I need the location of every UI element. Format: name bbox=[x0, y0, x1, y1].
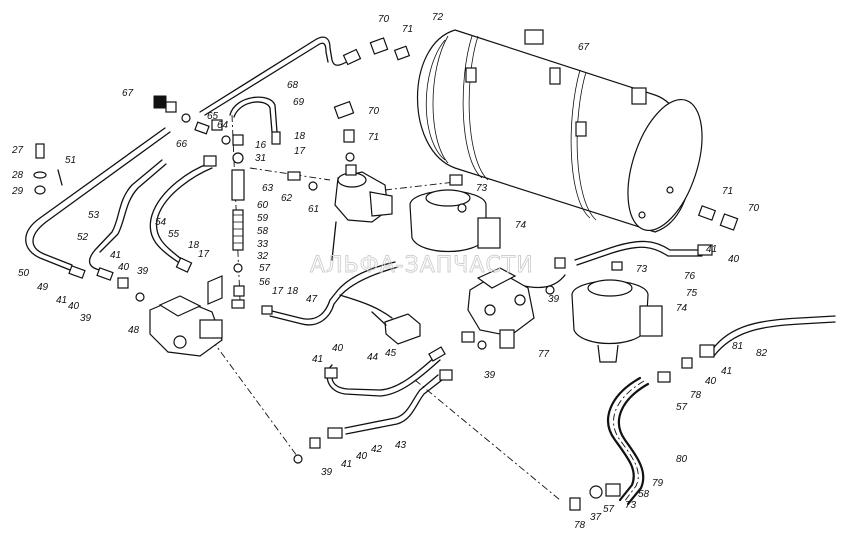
brake-chamber-74-upper bbox=[409, 189, 501, 253]
callout-label: 64 bbox=[217, 120, 229, 131]
callout-label: 32 bbox=[257, 251, 269, 262]
callout-label: 74 bbox=[515, 220, 527, 231]
callout-label: 44 bbox=[367, 352, 379, 363]
callout-label: 75 bbox=[686, 288, 698, 299]
callout-label: 39 bbox=[321, 467, 333, 478]
callout-label: 53 bbox=[88, 210, 100, 221]
callout-label: 41 bbox=[110, 250, 121, 261]
callout-label: 39 bbox=[137, 266, 149, 277]
sensor-block bbox=[371, 311, 421, 345]
callout-label: 73 bbox=[476, 183, 488, 194]
callout-label: 68 bbox=[287, 80, 299, 91]
callout-label: 40 bbox=[68, 301, 80, 312]
callout-label: 40 bbox=[118, 262, 130, 273]
callout-label: 58 bbox=[638, 489, 650, 500]
callout-label: 18 bbox=[188, 240, 200, 251]
callout-label: 42 bbox=[371, 444, 383, 455]
callout-label: 28 bbox=[11, 170, 24, 181]
callout-label: 69 bbox=[293, 97, 305, 108]
callout-label: 57 bbox=[259, 263, 271, 274]
callout-label: 33 bbox=[257, 239, 269, 250]
callout-label: 41 bbox=[721, 366, 732, 377]
callout-label: 57 bbox=[603, 504, 615, 515]
callout-label: 78 bbox=[690, 390, 702, 401]
callout-label: 40 bbox=[705, 376, 717, 387]
callout-label: 71 bbox=[402, 24, 413, 35]
callout-label: 41 bbox=[706, 244, 717, 255]
callout-label: 56 bbox=[259, 277, 271, 288]
callout-label: 67 bbox=[578, 42, 590, 53]
callout-label: 43 bbox=[395, 440, 407, 451]
callout-label: 79 bbox=[652, 478, 664, 489]
callout-label: 40 bbox=[728, 254, 740, 265]
callout-label: 73 bbox=[625, 500, 637, 511]
callout-label: 40 bbox=[332, 343, 344, 354]
callout-label: 76 bbox=[684, 271, 696, 282]
callout-label: 51 bbox=[65, 155, 76, 166]
callout-label: 63 bbox=[262, 183, 274, 194]
callout-label: 70 bbox=[748, 203, 760, 214]
callout-label: 81 bbox=[732, 341, 743, 352]
callout-label: 41 bbox=[341, 459, 352, 470]
valve-61 bbox=[331, 164, 393, 261]
callout-label: 60 bbox=[257, 200, 269, 211]
callout-label: 74 bbox=[676, 303, 688, 314]
callout-label: 57 bbox=[676, 402, 688, 413]
callout-label: 39 bbox=[80, 313, 92, 324]
callout-label: 82 bbox=[756, 348, 768, 359]
air-tank bbox=[417, 29, 703, 233]
callout-label: 55 bbox=[168, 229, 180, 240]
callout-label: 61 bbox=[308, 204, 319, 215]
pipe-network bbox=[25, 36, 836, 506]
callout-label: 27 bbox=[11, 145, 24, 156]
callout-label: 78 bbox=[574, 520, 586, 531]
callout-label: 72 bbox=[432, 12, 444, 23]
valve-77 bbox=[467, 267, 535, 349]
callout-label: 65 bbox=[207, 111, 219, 122]
callout-label: 37 bbox=[590, 512, 602, 523]
callout-label: 39 bbox=[484, 370, 496, 381]
callout-label: 50 bbox=[18, 268, 30, 279]
callout-label: 70 bbox=[378, 14, 390, 25]
callout-label: 17 bbox=[272, 286, 284, 297]
callout-label: 17 bbox=[294, 146, 306, 157]
callout-label: 40 bbox=[356, 451, 368, 462]
callout-label: 70 bbox=[368, 106, 380, 117]
callout-label: 52 bbox=[77, 232, 89, 243]
callout-label: 73 bbox=[636, 264, 648, 275]
callout-label: 80 bbox=[676, 454, 688, 465]
callout-label: 62 bbox=[281, 193, 293, 204]
callout-label: 47 bbox=[306, 294, 318, 305]
callout-label: 58 bbox=[257, 226, 269, 237]
callout-label: 54 bbox=[155, 217, 167, 228]
callout-label: 29 bbox=[11, 186, 24, 197]
callout-label: 16 bbox=[255, 140, 267, 151]
fittings bbox=[33, 37, 739, 511]
valve-48 bbox=[149, 295, 223, 357]
callout-label: 41 bbox=[56, 295, 67, 306]
callout-label: 66 bbox=[176, 139, 188, 150]
brake-chamber-74-lower bbox=[571, 279, 663, 363]
callout-label: 18 bbox=[287, 286, 299, 297]
callout-label: 31 bbox=[255, 153, 266, 164]
callout-label: 39 bbox=[548, 294, 560, 305]
callout-label: 59 bbox=[257, 213, 269, 224]
callout-label: 49 bbox=[37, 282, 49, 293]
watermark: АЛЬФА-ЗАПЧАСТИ bbox=[310, 253, 534, 278]
callout-label: 17 bbox=[198, 249, 210, 260]
callout-label: 48 bbox=[128, 325, 140, 336]
callout-label: 71 bbox=[368, 132, 379, 143]
callout-label: 41 bbox=[312, 354, 323, 365]
callout-label: 71 bbox=[722, 186, 733, 197]
callout-label: 45 bbox=[385, 348, 397, 359]
callout-label: 18 bbox=[294, 131, 306, 142]
callout-label: 77 bbox=[538, 349, 550, 360]
callout-label: 67 bbox=[122, 88, 134, 99]
